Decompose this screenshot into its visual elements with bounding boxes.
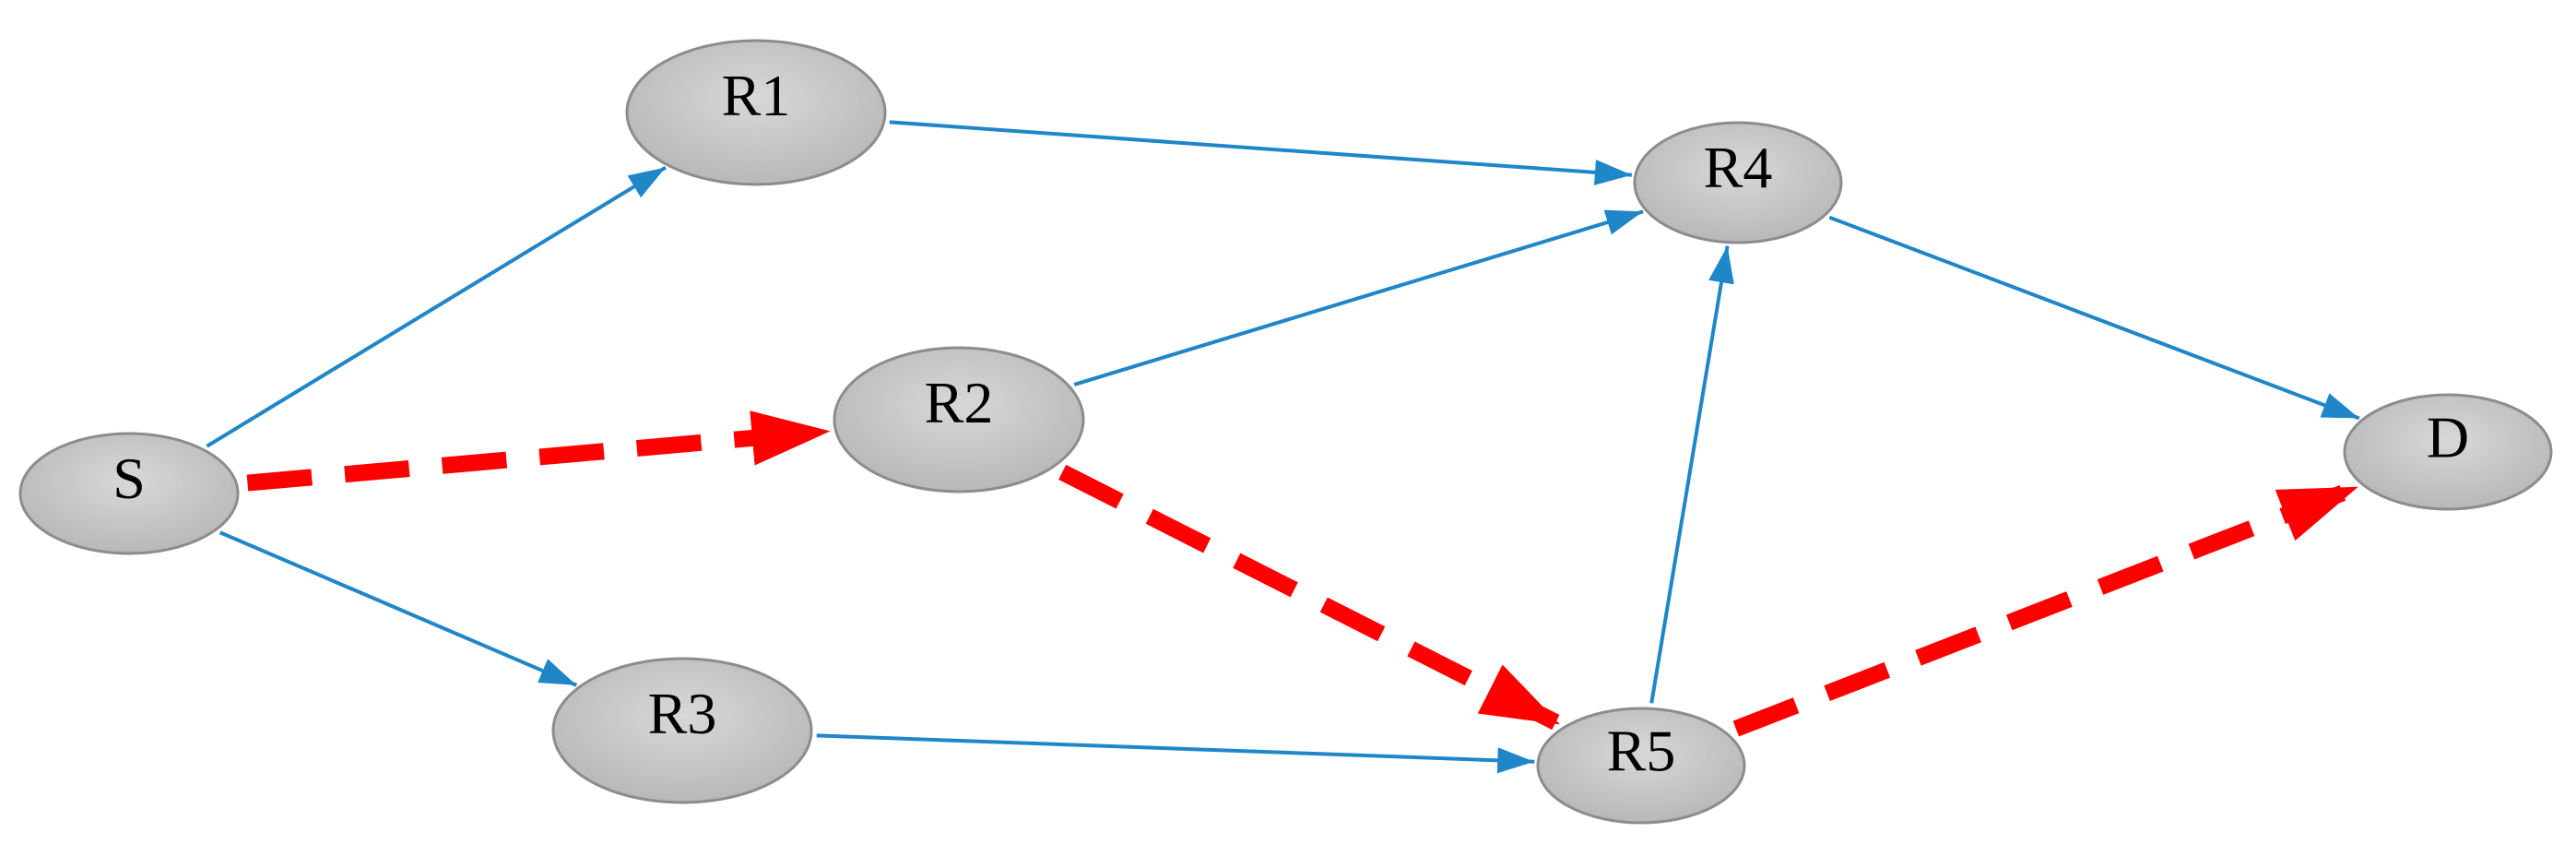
edge-r4-d: [1828, 215, 2360, 421]
node-r3: R3: [551, 657, 813, 804]
node-s-label: S: [112, 446, 146, 511]
node-d-label: D: [2427, 404, 2469, 470]
edge-s-r1: [206, 165, 667, 448]
node-r4: R4: [1633, 121, 1843, 244]
node-r4-circle: [1633, 121, 1843, 244]
node-r3-circle: [551, 657, 813, 804]
edge-r2-r4: [1073, 209, 1644, 386]
node-r2-circle: [833, 346, 1085, 493]
node-s: S: [18, 432, 240, 555]
edge-r5-r4: [1649, 245, 1734, 704]
node-d: D: [2343, 393, 2553, 511]
node-d-circle: [2343, 393, 2553, 511]
edge-r3-r5: [816, 733, 1535, 774]
node-r1-circle: [625, 39, 887, 186]
edge-r2-r5-highlighted: [1058, 464, 1565, 732]
node-r1: R1: [625, 39, 887, 186]
node-r1-label: R1: [722, 63, 791, 128]
edges-layer: [206, 120, 2361, 774]
edge-s-r2-highlighted: [246, 410, 832, 492]
node-r4-label: R4: [1704, 135, 1773, 200]
node-r2-label: R2: [925, 370, 994, 435]
edge-s-r3: [219, 530, 578, 687]
node-r5-circle: [1536, 707, 1746, 825]
node-r3-label: R3: [648, 681, 717, 746]
node-r5-label: R5: [1607, 718, 1676, 783]
node-s-circle: [18, 432, 240, 555]
node-r5: R5: [1536, 707, 1746, 825]
node-r2: R2: [833, 346, 1085, 493]
edge-r1-r4: [889, 120, 1632, 185]
edge-r5-d-highlighted: [1732, 479, 2361, 737]
